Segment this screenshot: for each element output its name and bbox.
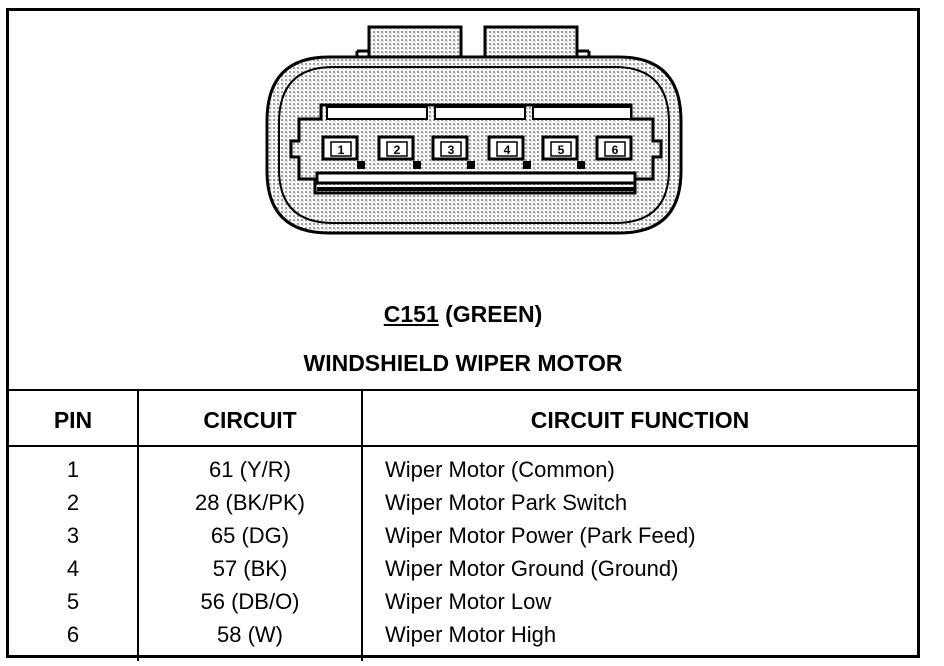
pin-label: 5 [558, 143, 565, 157]
function-cell: Wiper Motor Low [385, 589, 552, 614]
pin-label: 4 [504, 143, 511, 157]
component-name: WINDSHIELD WIPER MOTOR [303, 350, 623, 376]
pin-cell: 4 [66, 556, 80, 581]
connector-face [289, 103, 663, 195]
pin-cell: 1 [66, 457, 80, 482]
connector-diagram: 1 2 3 4 [9, 11, 917, 391]
pin-label: 2 [394, 143, 401, 157]
header-circuit-function: CIRCUIT FUNCTION [530, 406, 750, 433]
pin-cavity: 4 [487, 135, 531, 169]
pin-cell: 6 [66, 622, 80, 647]
column-divider-circuit [361, 391, 363, 661]
circuit-cell: 28 (BK/PK) [194, 490, 306, 515]
header-top-divider [9, 389, 917, 391]
pin-cavity: 2 [377, 135, 421, 169]
circuit-cell: 61 (Y/R) [209, 457, 291, 482]
circuit-cell: 56 (DB/O) [200, 589, 300, 614]
pin-cavity: 1 [321, 135, 365, 169]
pin-cell: 3 [66, 523, 80, 548]
pin-cell: 2 [66, 490, 80, 515]
header-pin: PIN [53, 406, 93, 433]
connector-code: C151 [383, 301, 439, 327]
header-circuit: CIRCUIT [203, 406, 297, 433]
connector-chart-frame: 1 2 3 4 [6, 8, 920, 661]
pin-cavity: 5 [541, 135, 585, 169]
column-divider-pin [137, 391, 139, 661]
pin-label: 3 [448, 143, 455, 157]
pin-label: 1 [338, 143, 345, 157]
pin-cell: 5 [66, 589, 80, 614]
pin-cavity: 6 [595, 135, 633, 161]
connector-color: (GREEN) [445, 301, 543, 327]
function-cell: Wiper Motor Ground (Ground) [385, 556, 679, 581]
function-cell: Wiper Motor Power (Park Feed) [385, 523, 696, 548]
connector-id-line: C151 (GREEN) [9, 301, 917, 328]
circuit-cell: 58 (W) [217, 622, 283, 647]
function-cell: Wiper Motor (Common) [385, 457, 615, 482]
pin-cavity: 3 [431, 135, 475, 169]
connector-drawing: 1 2 3 4 [265, 25, 683, 235]
circuit-cell: 57 (BK) [212, 556, 288, 581]
function-cell: Wiper Motor Park Switch [385, 490, 628, 515]
header-bottom-divider [9, 445, 917, 447]
function-cell: Wiper Motor High [385, 622, 557, 647]
pin-label: 6 [612, 143, 619, 157]
circuit-cell: 65 (DG) [210, 523, 290, 548]
